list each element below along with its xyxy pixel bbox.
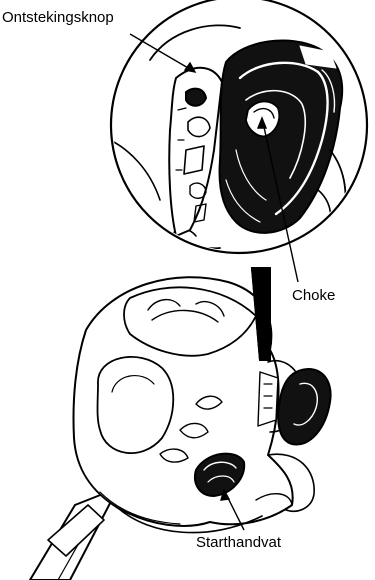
choke-label: Choke [292, 287, 335, 304]
starter-handle-arrowhead [220, 488, 231, 501]
choke-leader-line [261, 117, 299, 283]
choke-arrowhead [256, 116, 268, 129]
ignition-arrowhead [183, 61, 197, 73]
engine-body-drawing [29, 276, 332, 580]
leader-lines [129, 33, 299, 531]
magnifier-connector-lines [250, 267, 271, 361]
ignition-leader-line [129, 33, 196, 73]
starter-handle-label: Starthandvat [196, 534, 282, 551]
magnified-detail-circle [109, 0, 369, 255]
ignition-button-label: Ontstekingsknop [2, 9, 114, 26]
